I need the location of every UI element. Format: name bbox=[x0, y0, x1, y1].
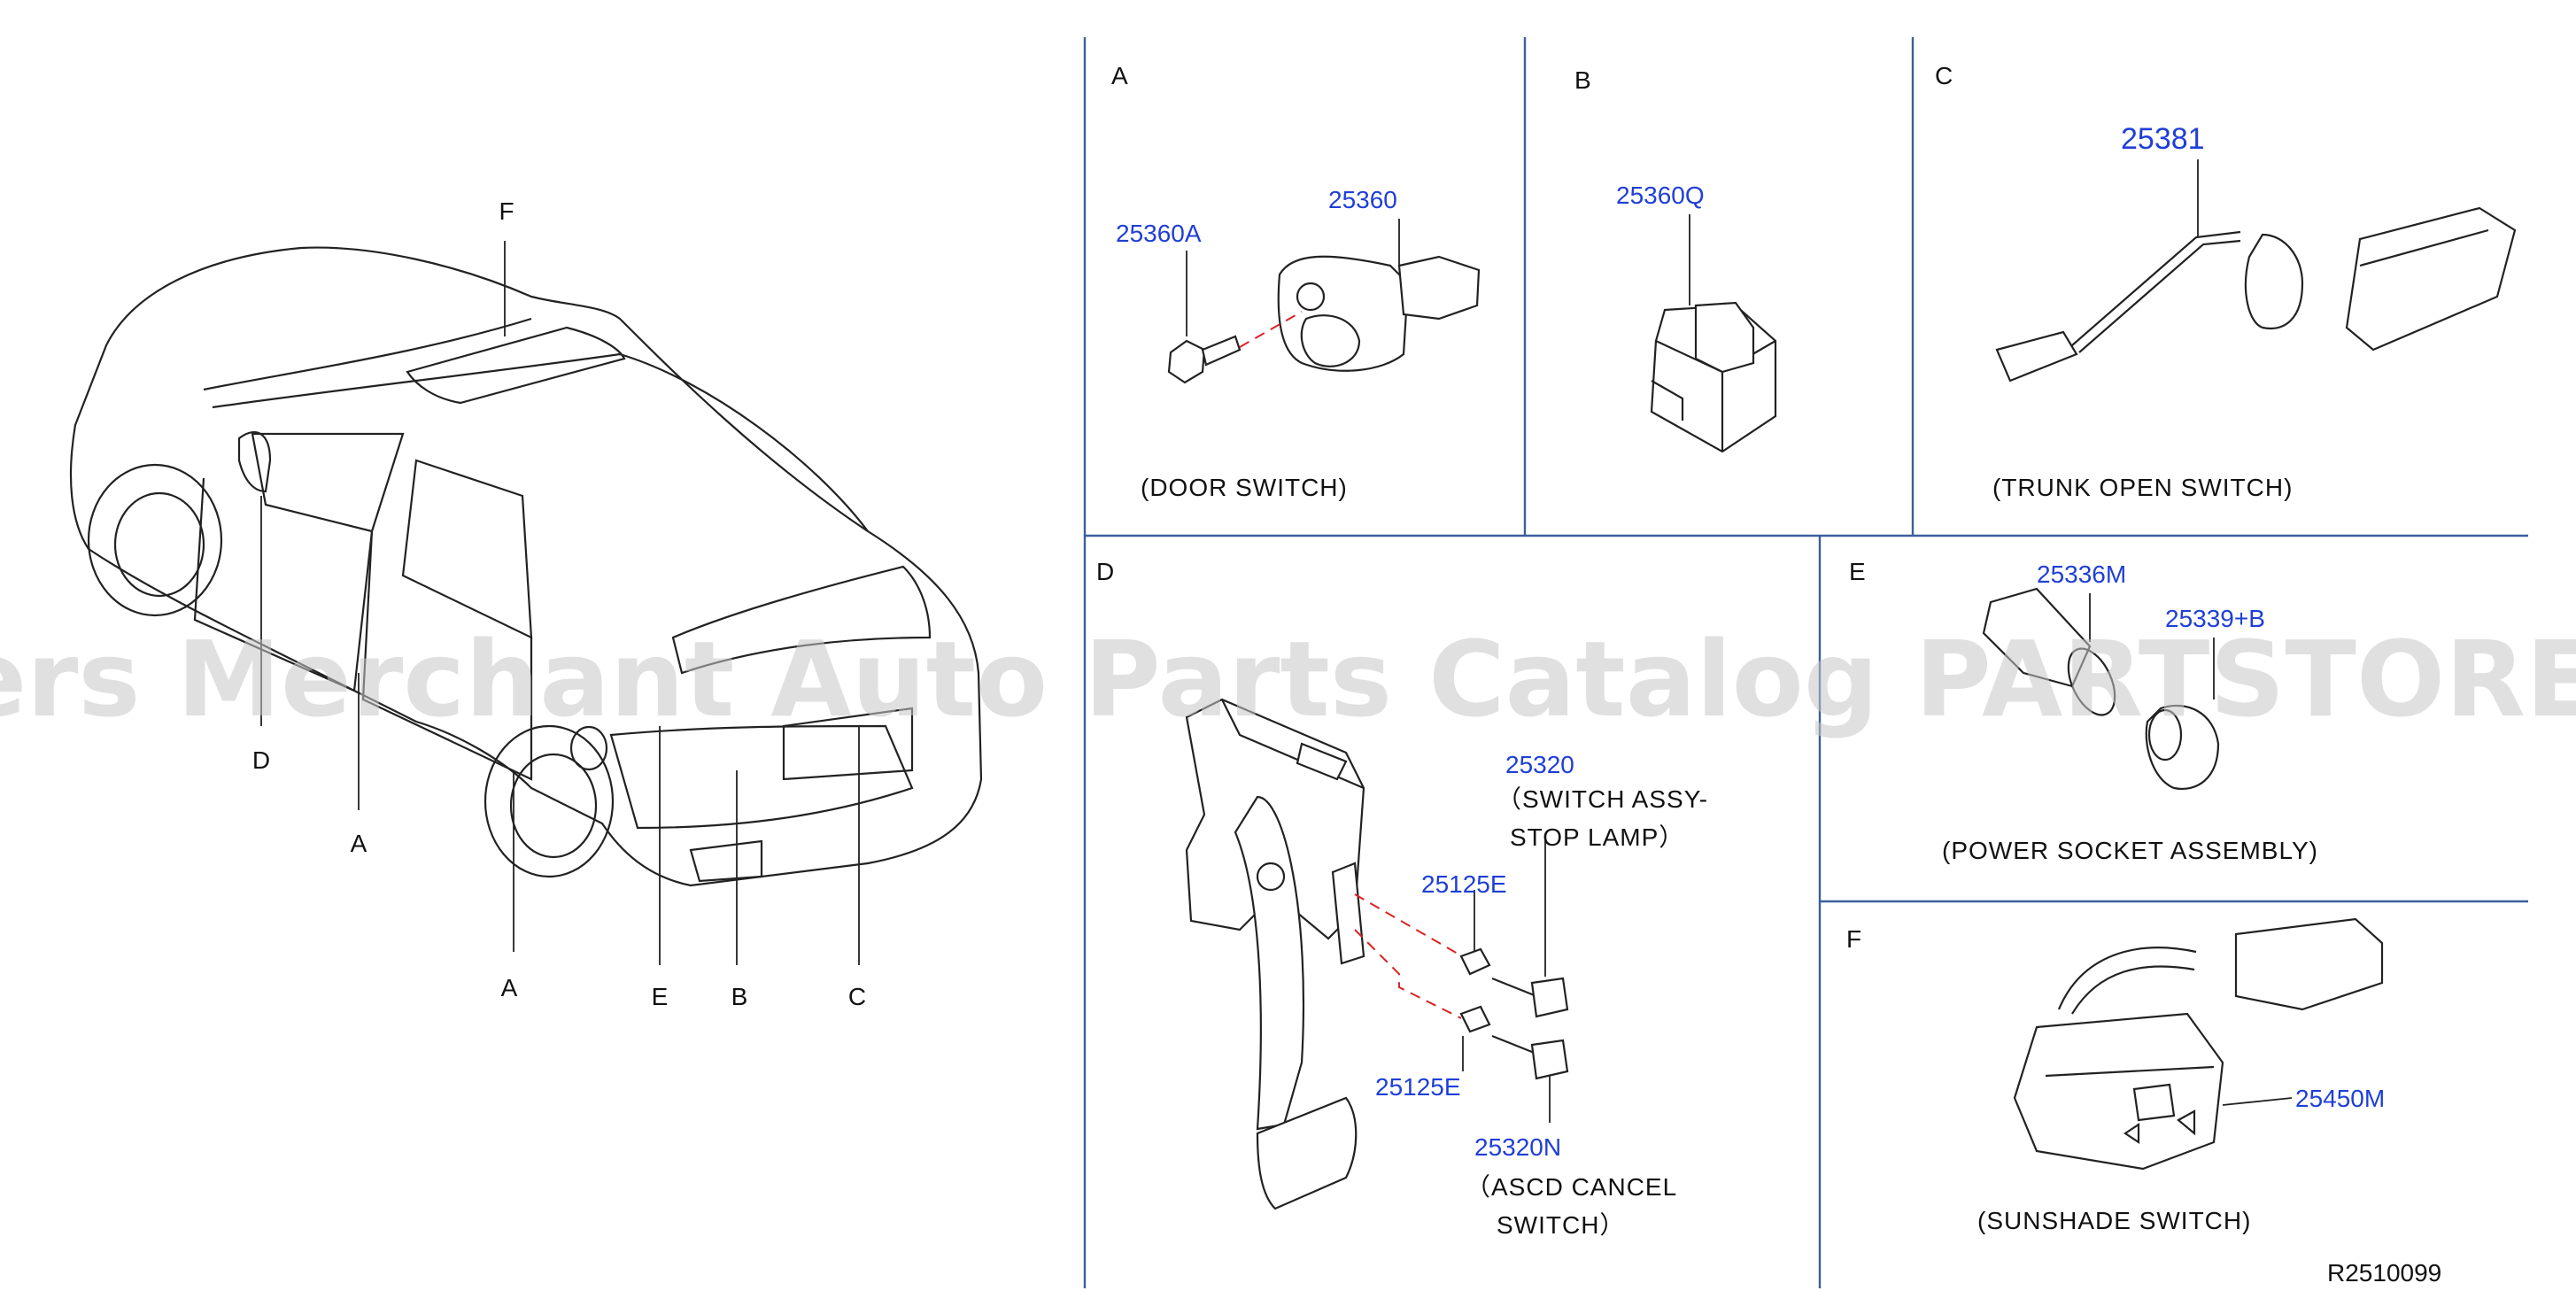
sunshade-switch-drawing bbox=[2013, 917, 2384, 1171]
brake-pedal-drawing bbox=[1185, 698, 1365, 1210]
panel-d-caption-ascd-line1: （ASCD CANCEL bbox=[1466, 1173, 1677, 1201]
panel-d-letter: D bbox=[1096, 558, 1114, 585]
panel-c-caption: (TRUNK OPEN SWITCH) bbox=[1992, 474, 2293, 501]
panel-e-part-25339b: 25339+B bbox=[2165, 605, 2265, 632]
panel-a-part-25360a: 25360A bbox=[1116, 220, 1202, 247]
overview-callout-e: E bbox=[652, 983, 669, 1010]
overview-callout-a-lower: A bbox=[501, 974, 518, 1001]
panel-c-letter: C bbox=[1935, 62, 1953, 89]
panel-b-part-25360q: 25360Q bbox=[1616, 182, 1705, 209]
panel-c-part-25381: 25381 bbox=[2121, 122, 2205, 156]
vehicle-overview-drawing bbox=[69, 246, 983, 887]
panel-e-part-25336m: 25336M bbox=[2037, 560, 2126, 588]
power-socket-drawing bbox=[1982, 587, 2220, 790]
panel-d-part-25125e-upper: 25125E bbox=[1421, 870, 1507, 898]
stop-lamp-switch-drawing bbox=[1354, 837, 1569, 1123]
panel-d-part-25125e-lower: 25125E bbox=[1375, 1073, 1461, 1101]
overview-callout-d: D bbox=[252, 746, 270, 774]
panel-f-caption: (SUNSHADE SWITCH) bbox=[1977, 1207, 2251, 1234]
panel-e-letter: E bbox=[1849, 558, 1866, 585]
overview-callout-a-upper: A bbox=[351, 830, 367, 857]
panel-a-part-25360: 25360 bbox=[1328, 186, 1397, 213]
overview-callout-c: C bbox=[848, 983, 866, 1010]
watermark-text: Offers Merchant Auto Parts Catalog PARTS… bbox=[0, 618, 2576, 740]
panel-a-caption: (DOOR SWITCH) bbox=[1141, 474, 1348, 501]
panel-b-letter: B bbox=[1574, 66, 1591, 94]
switch-b-drawing bbox=[1650, 214, 1777, 453]
panel-d-part-25320: 25320 bbox=[1505, 751, 1574, 778]
panel-a-letter: A bbox=[1111, 62, 1128, 89]
panel-d-caption-ascd-line2: SWITCH） bbox=[1497, 1211, 1625, 1239]
panel-e-caption: (POWER SOCKET ASSEMBLY) bbox=[1942, 837, 2318, 864]
panel-d-caption-stop-line2: STOP LAMP） bbox=[1510, 823, 1684, 851]
reference-code: R2510099 bbox=[2327, 1259, 2441, 1287]
panel-f-letter: F bbox=[1846, 925, 1861, 953]
panel-f-part-25450m: 25450M bbox=[2295, 1085, 2385, 1112]
trunk-switch-drawing bbox=[1995, 159, 2517, 383]
panel-d-caption-stop-line1: （SWITCH ASSY- bbox=[1497, 785, 1708, 813]
panel-dividers bbox=[1083, 37, 2528, 1288]
panel-d-part-25320n: 25320N bbox=[1474, 1133, 1561, 1161]
door-switch-drawing bbox=[1167, 219, 1481, 384]
overview-callout-b: B bbox=[731, 983, 748, 1010]
overview-callout-f: F bbox=[499, 197, 514, 225]
overview-leader-lines bbox=[260, 241, 860, 965]
